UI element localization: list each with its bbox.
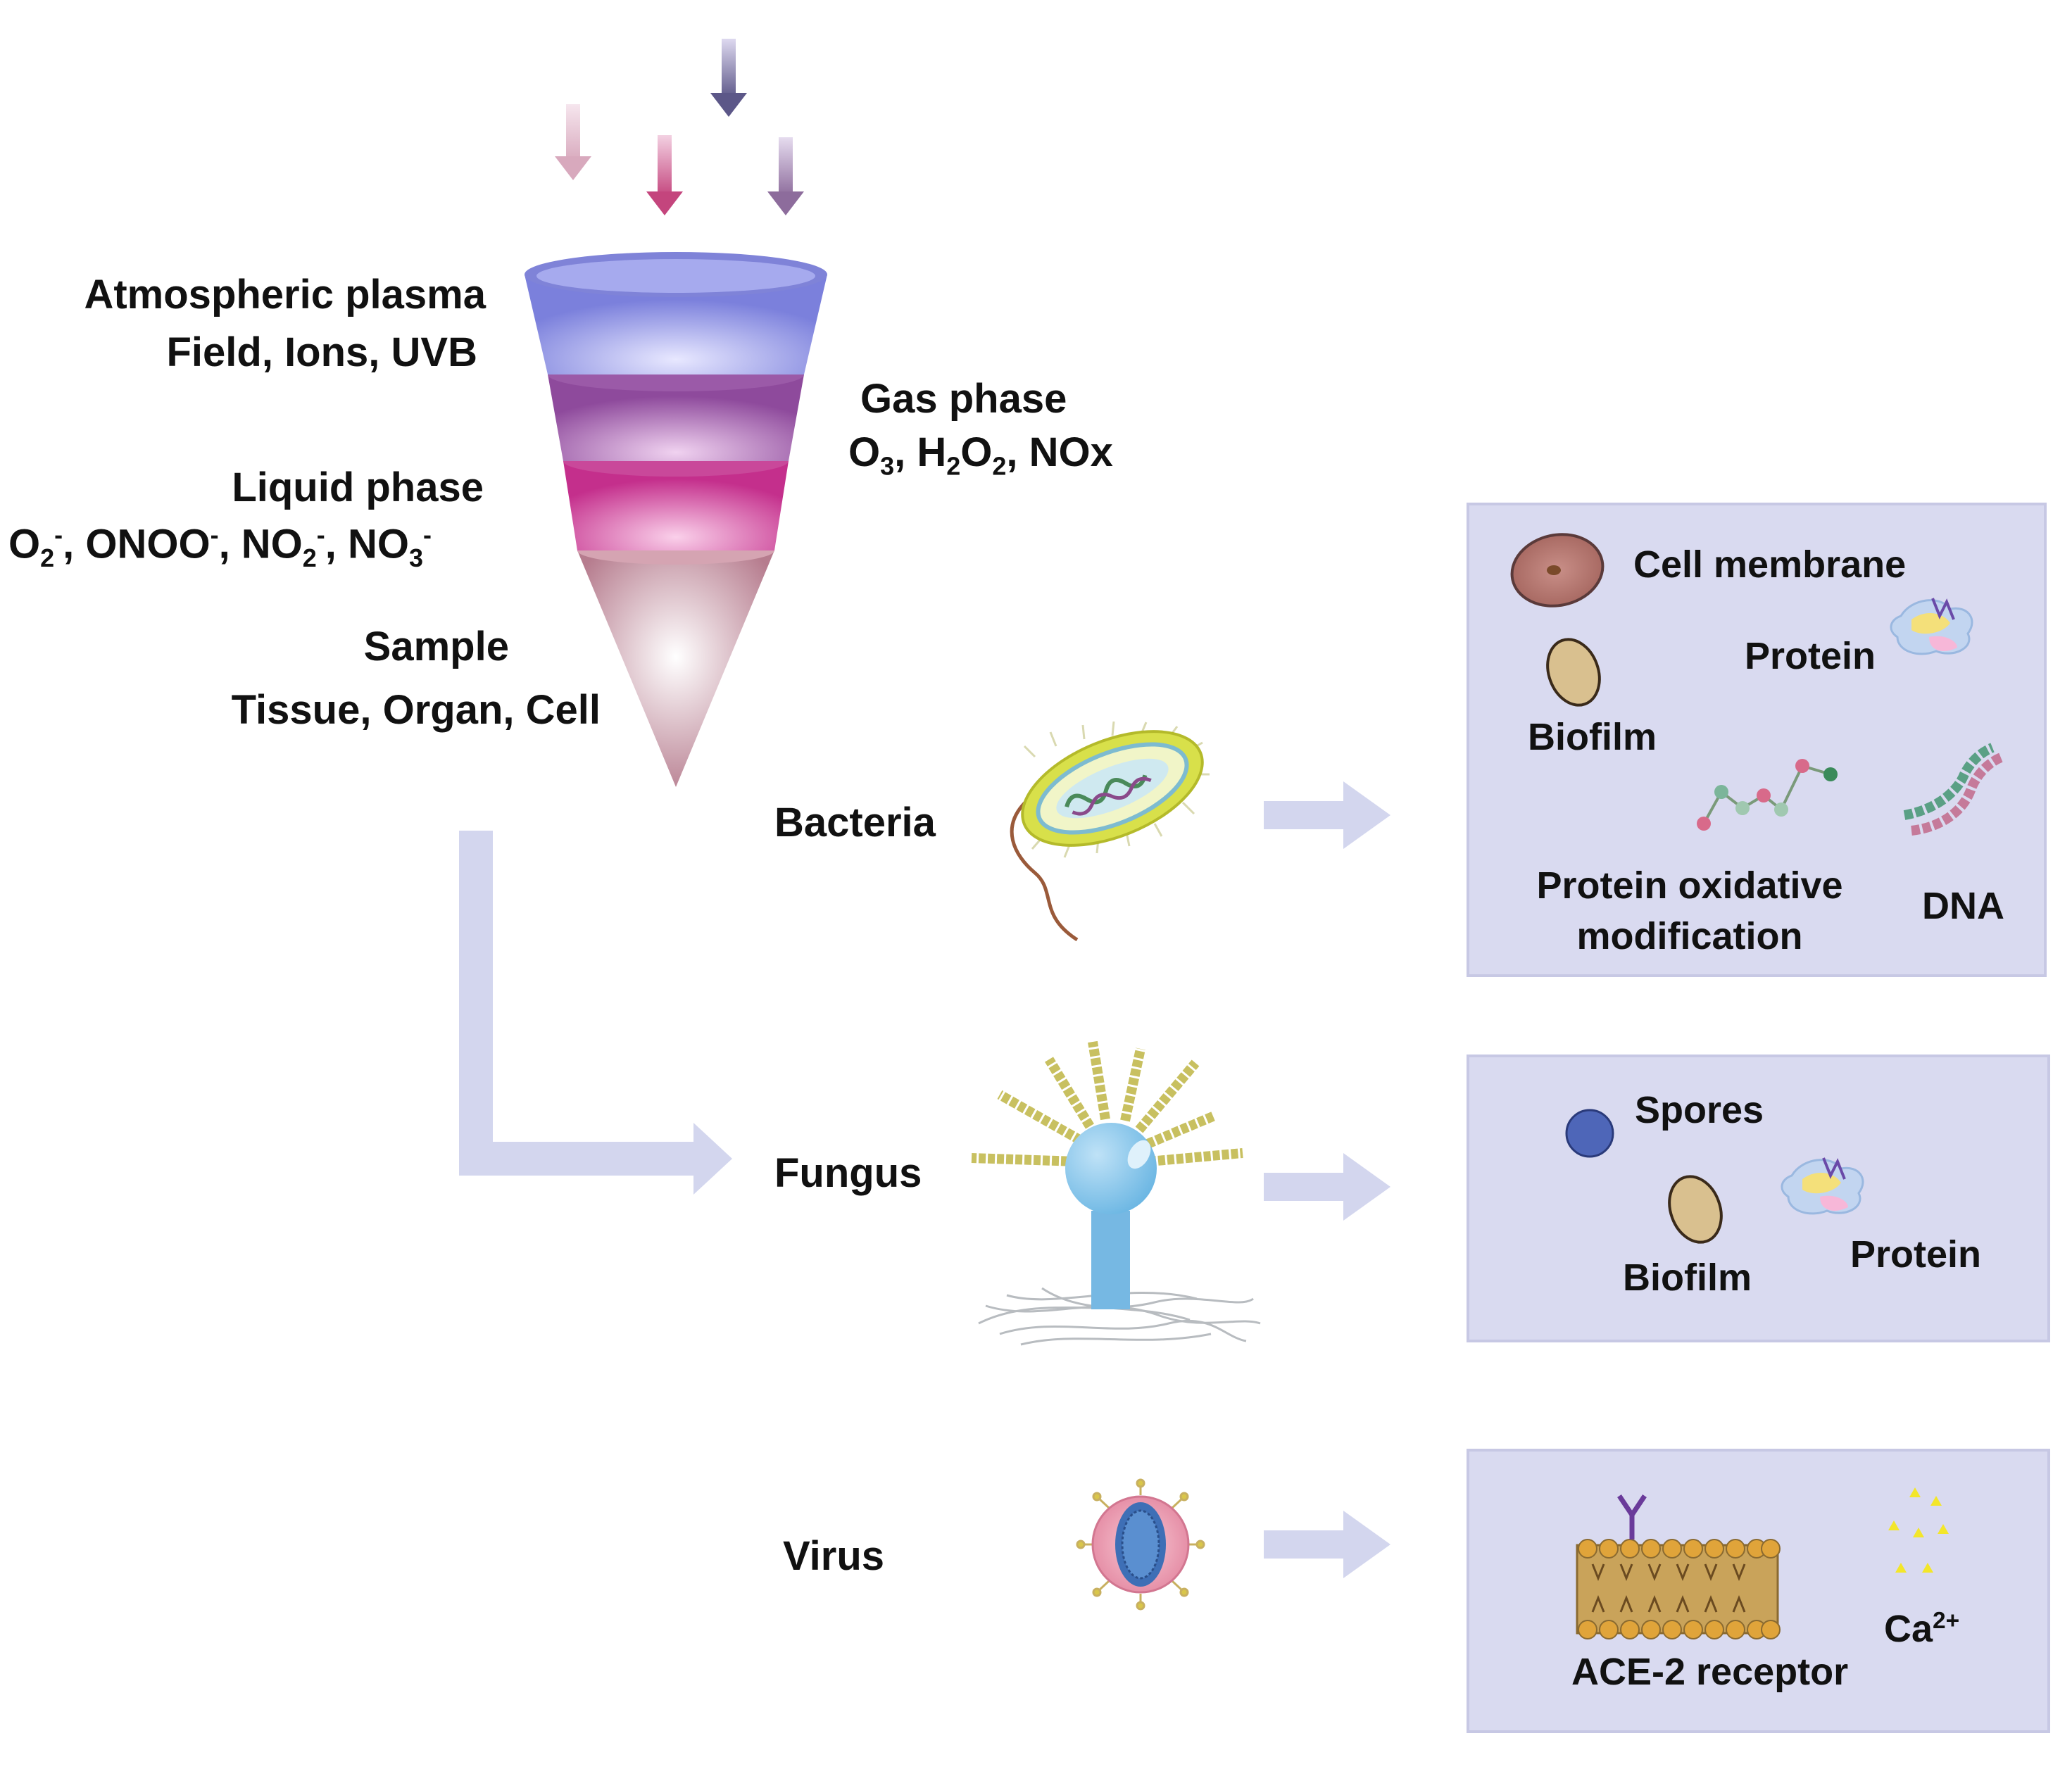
calcium-ions-icon xyxy=(1888,1487,1949,1573)
incoming-arrow-purple xyxy=(767,137,804,215)
biofilm-icon xyxy=(1546,638,1601,707)
label-virus: Virus xyxy=(783,1533,885,1579)
label-fungus: Fungus xyxy=(774,1150,922,1196)
label-protein-fungus: Protein xyxy=(1850,1233,1982,1276)
biofilm-fungus-icon xyxy=(1668,1175,1723,1244)
label-bacteria: Bacteria xyxy=(774,800,936,845)
ace2-receptor-icon xyxy=(1617,1494,1647,1540)
funnel-layer-liquid xyxy=(563,461,789,550)
bacteria-illustration xyxy=(1010,721,1210,942)
protein-icon xyxy=(1890,598,1973,655)
fungus-illustration xyxy=(971,1040,1261,1346)
label-calcium: Ca2+ xyxy=(1884,1608,1960,1650)
arrow-virus xyxy=(1264,1511,1390,1578)
label-spores: Spores xyxy=(1635,1089,1764,1131)
label-liquid-species: O2-, ONOO-, NO2-, NO3- xyxy=(8,520,432,572)
label-gas-species: O3, H2O2, NOx xyxy=(848,429,1113,481)
funnel-layer-sample xyxy=(577,550,774,787)
label-sample: Sample xyxy=(363,624,509,669)
plasma-funnel xyxy=(525,252,827,787)
flow-arrow-main xyxy=(459,831,732,1195)
panel-fungus-targets xyxy=(1467,1055,2050,1342)
label-dna: DNA xyxy=(1922,885,2004,927)
label-biofilm-fungus: Biofilm xyxy=(1623,1257,1752,1299)
funnel-layer-atmospheric xyxy=(525,275,827,374)
arrow-fungus xyxy=(1264,1153,1390,1221)
incoming-arrow-blue xyxy=(710,39,747,117)
incoming-arrow-pink xyxy=(555,104,591,180)
protein-oxidation-icon xyxy=(1697,759,1838,831)
incoming-arrow-magenta xyxy=(646,135,683,215)
label-biofilm: Biofilm xyxy=(1528,716,1657,758)
label-tissue-organ-cell: Tissue, Organ, Cell xyxy=(231,687,601,733)
cell-membrane-icon xyxy=(1510,533,1605,607)
label-gas-phase: Gas phase xyxy=(860,376,1067,422)
ace2-receptor-membrane-icon xyxy=(1576,1494,1781,1639)
label-cell-membrane: Cell membrane xyxy=(1633,543,1907,586)
arrow-bacteria xyxy=(1264,781,1390,849)
label-field-ions-uvb: Field, Ions, UVB xyxy=(166,329,478,375)
label-ace2-receptor: ACE-2 receptor xyxy=(1571,1651,1849,1693)
protein-fungus-icon xyxy=(1781,1157,1864,1215)
funnel-layer-gas xyxy=(548,374,804,461)
label-protein: Protein xyxy=(1745,635,1876,677)
dna-icon xyxy=(1903,743,2005,836)
label-atmospheric-plasma: Atmospheric plasma xyxy=(84,272,486,317)
spores-icon xyxy=(1565,1109,1614,1158)
label-liquid-phase: Liquid phase xyxy=(232,465,484,510)
virus-illustration xyxy=(1076,1478,1205,1611)
